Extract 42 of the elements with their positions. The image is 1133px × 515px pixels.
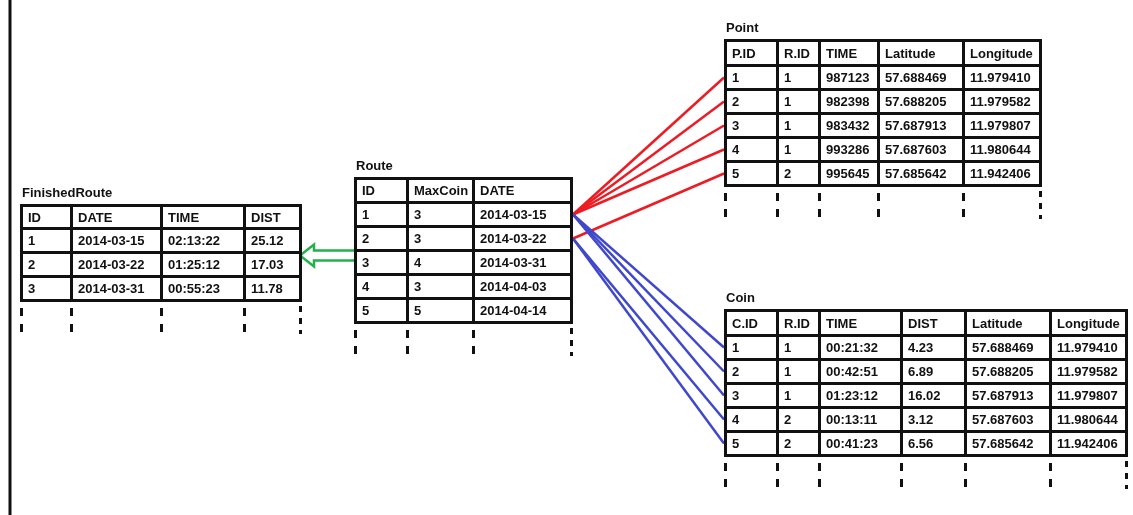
table-cell: 57.685642 — [877, 163, 962, 184]
table-cell-text: 1 — [361, 206, 371, 224]
table-cell-text: 2 — [27, 256, 37, 274]
table-cell-text: 1 — [27, 232, 37, 250]
table-cell: 2014-04-14 — [472, 300, 570, 321]
table-cell-text: 2 — [731, 363, 741, 381]
connector-line — [572, 172, 725, 240]
column-header: ID — [361, 182, 376, 200]
table-cell-text: 4 — [731, 411, 741, 429]
table-cell: 2 — [776, 163, 818, 184]
table-cell-text: 3 — [361, 254, 371, 272]
table-cell: 11.78 — [243, 278, 299, 299]
column-header: P.ID — [731, 44, 757, 63]
table-cell: 2 — [776, 433, 818, 454]
table-cell: 11.942406 — [962, 163, 1039, 184]
table-cell: 5 — [406, 300, 472, 321]
table-cell: 995645 — [818, 163, 877, 184]
table-cell-text: 2 — [361, 230, 371, 248]
table-title: FinishedRoute — [22, 185, 113, 200]
table-cell-text: 1 — [731, 339, 741, 357]
table-cell-text: 5 — [731, 435, 741, 453]
table-title: Coin — [726, 290, 755, 305]
table-cell: 2014-03-31 — [70, 278, 160, 299]
connector-line — [572, 148, 725, 216]
table-cell-text: 3 — [731, 387, 741, 405]
table-cell-text: 1 — [731, 69, 741, 87]
table-cell-text: 5 — [731, 165, 741, 183]
table-cell: 00:41:23 — [818, 433, 900, 454]
table-cell-text: 4 — [361, 278, 371, 296]
table-cell: 6.56 — [900, 433, 964, 454]
column-header: ID — [27, 208, 42, 227]
table-title: Point — [726, 20, 759, 35]
table-cell-text: 5 — [361, 302, 371, 320]
table-cell-text: 3 — [731, 117, 741, 135]
table-cell: 00:55:23 — [160, 278, 243, 299]
table-cell-text: 4 — [731, 141, 741, 159]
table-title: Route — [356, 158, 393, 173]
table-cell-text: 2 — [731, 93, 741, 111]
table-cell: 11.942406 — [1049, 433, 1125, 454]
table-cell: 57.685642 — [964, 433, 1049, 454]
table-cell-text: 3 — [27, 280, 37, 298]
column-header: C.ID — [731, 314, 759, 333]
